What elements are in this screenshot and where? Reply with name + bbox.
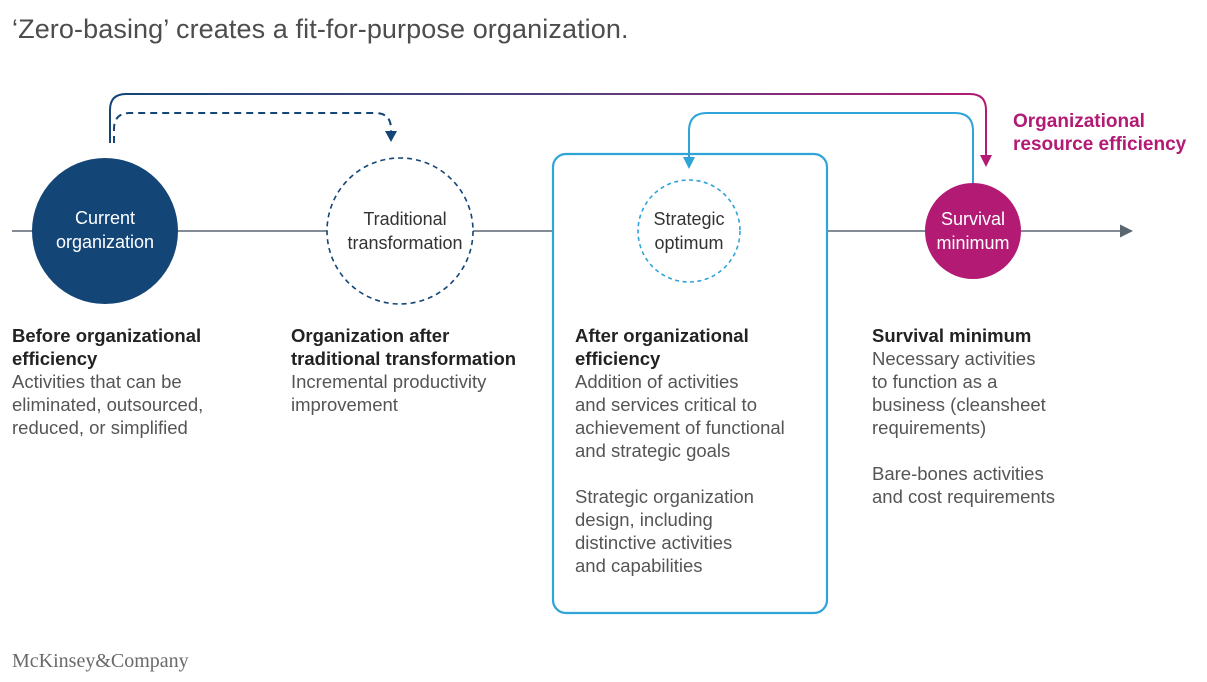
resource-efficiency-arrowhead-icon bbox=[980, 155, 992, 167]
description-heading: After organizational efficiency bbox=[575, 325, 749, 369]
current-organization-label: Current organization bbox=[55, 208, 155, 252]
resource-efficiency-annotation: Organizational resource efficiency bbox=[1013, 111, 1187, 155]
description-after-traditional: Organization after traditional transform… bbox=[291, 324, 551, 416]
traditional-transformation-node bbox=[326, 157, 474, 305]
strategic-optimum-label: Strategic optimum bbox=[653, 209, 725, 253]
description-text: Bare-bones activities and cost requireme… bbox=[872, 463, 1056, 507]
traditional-transformation-arrow bbox=[113, 112, 392, 143]
description-text: Incremental productivity improvement bbox=[291, 371, 487, 415]
page-title: ‘Zero-basing’ creates a fit-for-purpose … bbox=[12, 14, 629, 44]
strategic-optimum-arrowhead-icon bbox=[683, 157, 695, 169]
survival-minimum-label: Survival minimum bbox=[936, 209, 1010, 253]
description-heading: Survival minimum bbox=[872, 325, 1032, 346]
resource-efficiency-arrow bbox=[109, 93, 987, 158]
traditional-transformation-label: Traditional transformation bbox=[347, 209, 463, 253]
survival-minimum-node bbox=[925, 183, 1021, 279]
description-survival-minimum: Survival minimum Necessary activities to… bbox=[872, 324, 1132, 508]
description-heading: Before organizational efficiency bbox=[12, 325, 202, 369]
description-text: Necessary activities to function as a bu… bbox=[872, 348, 1046, 438]
axis-arrowhead-icon bbox=[1120, 224, 1133, 238]
description-after-efficiency: After organizational efficiency Addition… bbox=[575, 324, 820, 577]
description-text: Activities that can be eliminated, outso… bbox=[12, 371, 204, 438]
current-organization-node bbox=[32, 158, 178, 304]
strategic-optimum-arrow bbox=[688, 112, 974, 185]
mckinsey-logo: McKinsey&Company bbox=[12, 650, 189, 672]
description-text: Addition of activities and services crit… bbox=[575, 371, 785, 461]
strategic-optimum-node bbox=[637, 179, 741, 283]
description-before-efficiency: Before organizational efficiency Activit… bbox=[12, 324, 282, 439]
traditional-transformation-arrowhead-icon bbox=[385, 131, 397, 142]
description-heading: Organization after traditional transform… bbox=[291, 325, 517, 369]
description-text: Strategic organization design, including… bbox=[575, 486, 754, 576]
